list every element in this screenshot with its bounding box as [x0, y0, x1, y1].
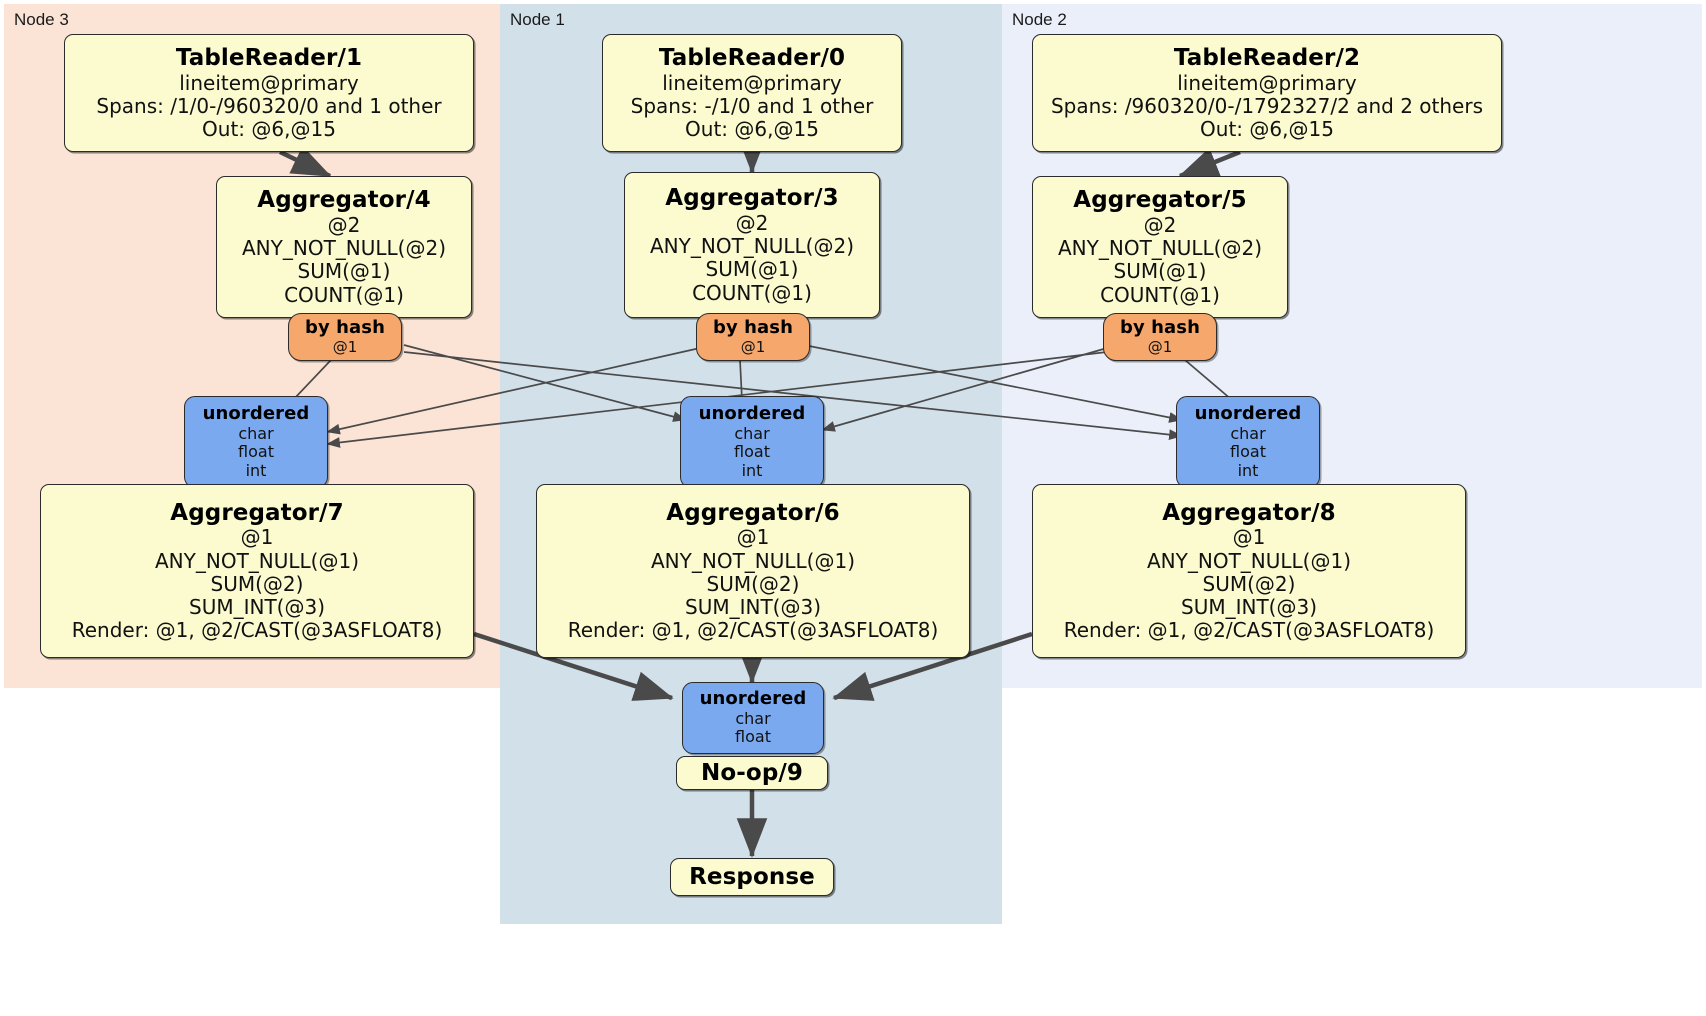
node-aggregator-5[interactable]: Aggregator/5 @2 ANY_NOT_NULL(@2) SUM(@1)…: [1032, 176, 1288, 318]
node-title: Aggregator/8: [1162, 499, 1336, 526]
node-detail-line: @1: [240, 525, 274, 550]
node-detail-line: ANY_NOT_NULL(@2): [1058, 236, 1262, 261]
receiver-type-line: float: [238, 442, 274, 462]
node-detail-line: @2: [735, 210, 769, 235]
node-detail-line: @2: [1143, 212, 1177, 237]
node-detail-line: COUNT(@1): [692, 280, 812, 305]
node-aggregator-7[interactable]: Aggregator/7 @1 ANY_NOT_NULL(@1) SUM(@2)…: [40, 484, 474, 658]
receiver-type-line: float: [1230, 442, 1266, 462]
node-detail-line: lineitem@primary: [1177, 70, 1357, 95]
node-aggregator-3[interactable]: Aggregator/3 @2 ANY_NOT_NULL(@2) SUM(@1)…: [624, 172, 880, 318]
receiver-unordered-middle[interactable]: unordered char float int: [680, 396, 824, 488]
node-detail-line: SUM(@2): [210, 571, 304, 596]
node-no-op-9[interactable]: No-op/9: [676, 756, 828, 790]
node-panel-label-node3: Node 3: [14, 10, 69, 29]
receiver-type-line: char: [238, 423, 274, 443]
node-detail-line: SUM_INT(@3): [685, 594, 821, 619]
node-response[interactable]: Response: [670, 858, 834, 896]
receiver-title: unordered: [202, 402, 310, 424]
receiver-title: unordered: [698, 402, 806, 424]
node-detail-line: Spans: /1/0-/960320/0 and 1 other: [96, 93, 442, 118]
node-detail-line: lineitem@primary: [662, 70, 842, 95]
node-aggregator-8[interactable]: Aggregator/8 @1 ANY_NOT_NULL(@1) SUM(@2)…: [1032, 484, 1466, 658]
receiver-type-line: int: [245, 460, 267, 480]
node-title: TableReader/2: [1173, 44, 1361, 71]
node-title: Response: [689, 863, 815, 890]
node-render-line: Render: @1, @2/CAST(@3ASFLOAT8): [71, 618, 443, 643]
node-detail-line: ANY_NOT_NULL(@1): [155, 548, 359, 573]
receiver-type-line: int: [1237, 460, 1259, 480]
receiver-type-line: int: [741, 460, 763, 480]
router-detail-line: @1: [740, 337, 766, 356]
receiver-title: unordered: [1194, 402, 1302, 424]
node-detail-line: Out: @6,@15: [685, 116, 819, 141]
node-detail-line: lineitem@primary: [179, 70, 359, 95]
node-table-reader-0[interactable]: TableReader/0 lineitem@primary Spans: -/…: [602, 34, 902, 152]
node-detail-line: SUM(@2): [1202, 571, 1296, 596]
node-title: Aggregator/6: [666, 499, 840, 526]
node-detail-line: Spans: -/1/0 and 1 other: [630, 93, 874, 118]
node-title: Aggregator/7: [170, 499, 344, 526]
node-detail-line: COUNT(@1): [284, 282, 404, 307]
node-table-reader-1[interactable]: TableReader/1 lineitem@primary Spans: /1…: [64, 34, 474, 152]
node-table-reader-2[interactable]: TableReader/2 lineitem@primary Spans: /9…: [1032, 34, 1502, 152]
node-panel-label-node2: Node 2: [1012, 10, 1067, 29]
receiver-unordered-left[interactable]: unordered char float int: [184, 396, 328, 488]
node-render-line: Render: @1, @2/CAST(@3ASFLOAT8): [567, 618, 939, 643]
router-title: by hash: [1119, 316, 1201, 338]
node-detail-line: Out: @6,@15: [1200, 116, 1334, 141]
node-title: No-op/9: [701, 759, 803, 786]
receiver-type-line: char: [734, 423, 770, 443]
node-detail-line: @2: [327, 212, 361, 237]
router-by-hash-left[interactable]: by hash @1: [288, 313, 402, 361]
node-detail-line: @1: [1232, 525, 1266, 550]
router-title: by hash: [304, 316, 386, 338]
router-detail-line: @1: [1147, 337, 1173, 356]
receiver-type-line: char: [735, 708, 771, 728]
node-detail-line: SUM(@1): [705, 257, 799, 282]
node-aggregator-4[interactable]: Aggregator/4 @2 ANY_NOT_NULL(@2) SUM(@1)…: [216, 176, 472, 318]
router-title: by hash: [712, 316, 794, 338]
node-detail-line: ANY_NOT_NULL(@1): [651, 548, 855, 573]
router-detail-line: @1: [332, 337, 358, 356]
receiver-title: unordered: [699, 688, 807, 710]
receiver-type-line: char: [1230, 423, 1266, 443]
node-detail-line: ANY_NOT_NULL(@2): [242, 236, 446, 261]
node-title: Aggregator/3: [665, 185, 839, 212]
node-detail-line: SUM(@1): [297, 259, 391, 284]
node-aggregator-6[interactable]: Aggregator/6 @1 ANY_NOT_NULL(@1) SUM(@2)…: [536, 484, 970, 658]
router-by-hash-right[interactable]: by hash @1: [1103, 313, 1217, 361]
node-title: TableReader/1: [175, 44, 363, 71]
node-render-line: Render: @1, @2/CAST(@3ASFLOAT8): [1063, 618, 1435, 643]
node-detail-line: ANY_NOT_NULL(@2): [650, 234, 854, 259]
node-detail-line: Spans: /960320/0-/1792327/2 and 2 others: [1050, 93, 1483, 118]
node-detail-line: @1: [736, 525, 770, 550]
node-detail-line: SUM(@2): [706, 571, 800, 596]
node-detail-line: ANY_NOT_NULL(@1): [1147, 548, 1351, 573]
node-title: Aggregator/5: [1073, 187, 1247, 214]
receiver-unordered-right[interactable]: unordered char float int: [1176, 396, 1320, 488]
node-detail-line: COUNT(@1): [1100, 282, 1220, 307]
node-panel-label-node1: Node 1: [510, 10, 565, 29]
receiver-type-line: float: [734, 442, 770, 462]
receiver-unordered-final[interactable]: unordered char float: [682, 682, 824, 754]
node-detail-line: SUM(@1): [1113, 259, 1207, 284]
node-detail-line: SUM_INT(@3): [189, 594, 325, 619]
node-title: Aggregator/4: [257, 187, 431, 214]
node-title: TableReader/0: [658, 44, 846, 71]
node-detail-line: SUM_INT(@3): [1181, 594, 1317, 619]
router-by-hash-middle[interactable]: by hash @1: [696, 313, 810, 361]
node-detail-line: Out: @6,@15: [202, 116, 336, 141]
receiver-type-line: float: [735, 727, 771, 747]
